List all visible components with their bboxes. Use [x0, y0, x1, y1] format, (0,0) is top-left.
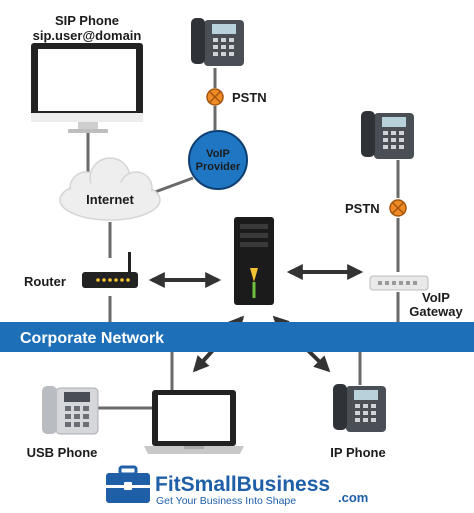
corporate-network-bar — [0, 322, 474, 352]
laptop-icon — [144, 390, 244, 454]
monitor-icon — [31, 43, 143, 133]
usb-phone-label: USB Phone — [27, 445, 98, 460]
corporate-network-label: Corporate Network — [20, 330, 164, 347]
pstn-top-label: PSTN — [232, 90, 267, 105]
pstn-right-label: PSTN — [345, 201, 380, 216]
router-label: Router — [24, 274, 66, 289]
sip-user-label: sip.user@domain — [33, 28, 142, 43]
pstn-connector-icon — [389, 199, 407, 217]
logo-tagline: Get Your Business Into Shape — [156, 495, 296, 507]
ip-phone-icon — [333, 384, 386, 432]
pstn-connector-icon — [206, 88, 224, 106]
ip-phone-label: IP Phone — [330, 445, 385, 460]
desk-phone-icon — [191, 18, 244, 66]
briefcase-icon — [106, 465, 150, 503]
gateway-icon — [369, 275, 429, 291]
voip-provider-node — [188, 130, 248, 190]
logo-domain: .com — [338, 490, 368, 505]
server-icon — [234, 217, 274, 305]
voip-gateway-label-2: Gateway — [409, 304, 463, 319]
fitsmallbusiness-logo: FitSmallBusiness .com Get Your Business … — [106, 465, 368, 507]
voip-gateway-label-1: VoIP — [422, 290, 450, 305]
sip-phone-label: SIP Phone — [55, 13, 119, 28]
internet-label: Internet — [86, 192, 134, 207]
voip-provider-label-1: VoIP — [206, 148, 230, 160]
usb-phone-icon — [42, 386, 99, 435]
voip-provider-label-2: Provider — [196, 161, 241, 173]
router-icon — [82, 252, 138, 288]
desk-phone-icon — [361, 111, 414, 159]
logo-name: FitSmallBusiness — [155, 473, 330, 496]
